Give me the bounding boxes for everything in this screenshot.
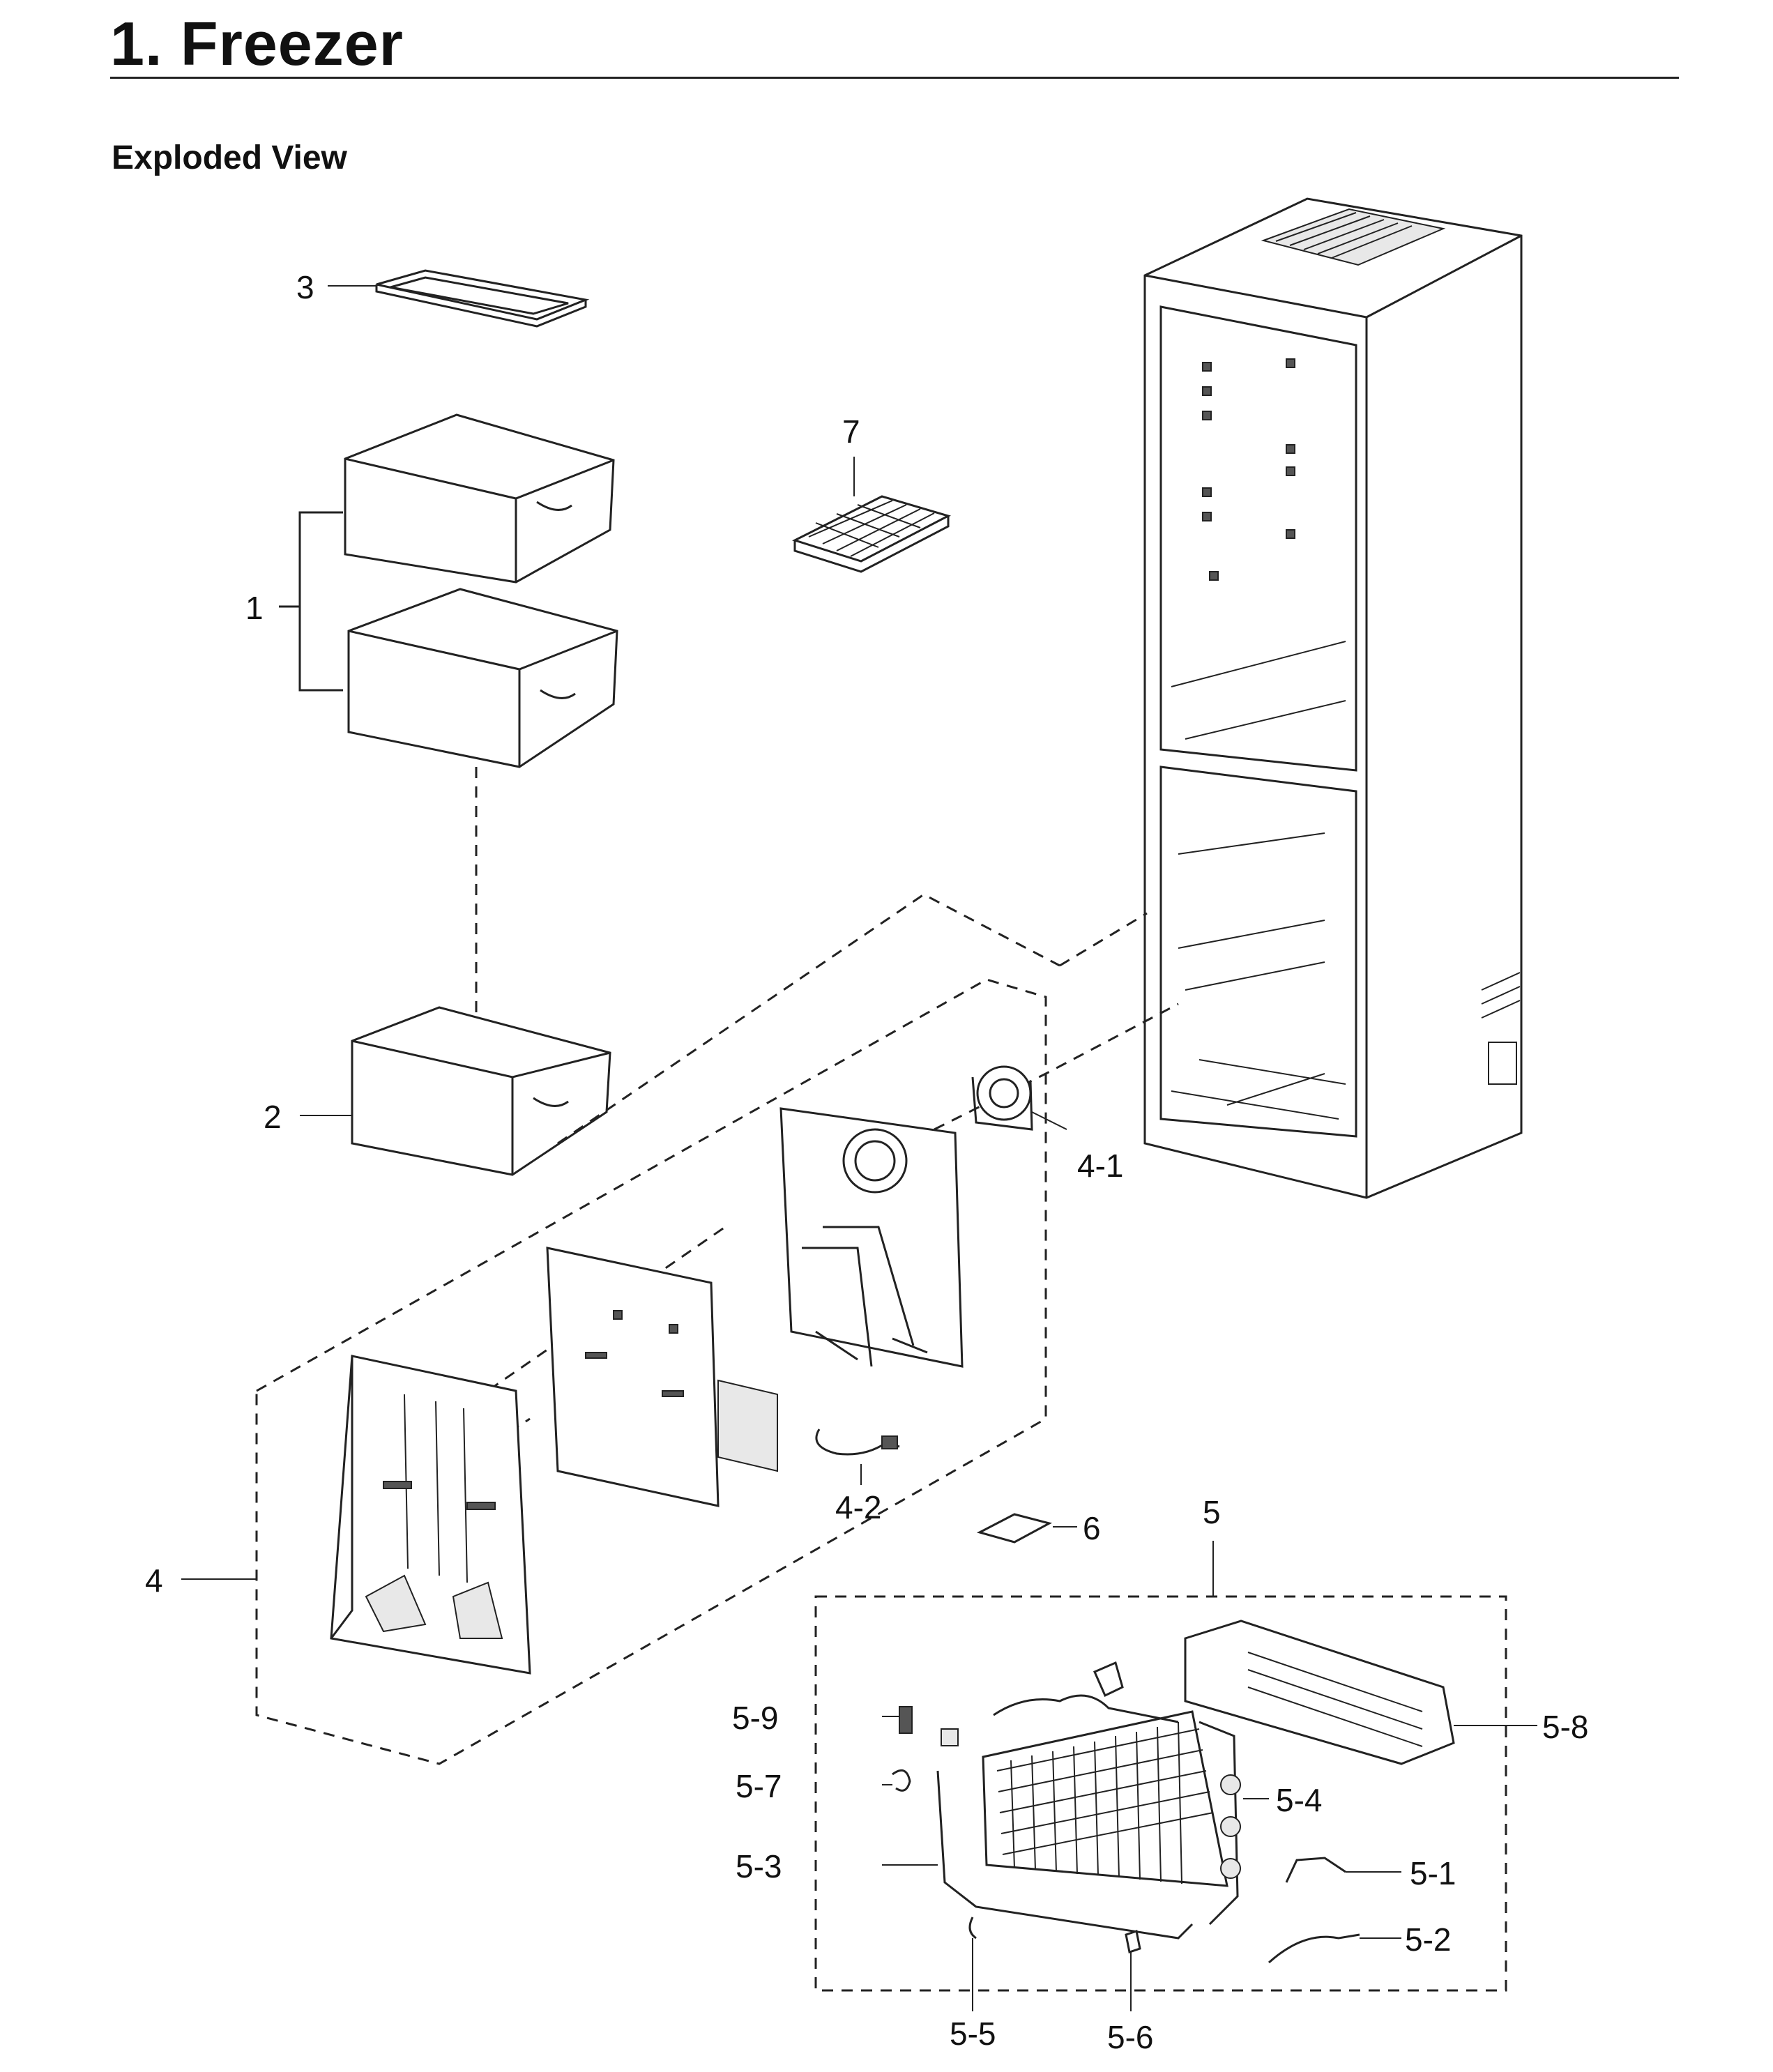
guide-line-cabinet-upper xyxy=(1059,912,1148,967)
part-4-1-fan xyxy=(971,1065,1033,1131)
callout-6: 6 xyxy=(1083,1510,1101,1546)
part-5-9-fuse xyxy=(899,1706,913,1734)
callout-5-9: 5-9 xyxy=(732,1700,778,1736)
part-4-middle-plate xyxy=(546,1247,778,1507)
callout-4: 4 xyxy=(145,1562,163,1599)
part-4-front-cover xyxy=(330,1355,531,1675)
page-title: 1. Freezer xyxy=(110,9,404,78)
part-5-holder xyxy=(1093,1661,1124,1698)
callout-5-8: 5-8 xyxy=(1542,1709,1588,1745)
part-5-7-sensor xyxy=(892,1769,911,1792)
part-3-tray xyxy=(375,269,590,328)
callout-1: 1 xyxy=(245,590,264,626)
guide-line-drawer2 xyxy=(557,893,1060,1145)
part-6-sheet xyxy=(976,1513,1053,1544)
title-rule xyxy=(110,77,1679,79)
page-subtitle: Exploded View xyxy=(112,139,347,176)
part-4-2-harness xyxy=(815,1429,900,1456)
callout-5-7: 5-7 xyxy=(736,1768,782,1804)
part-5-8-cover xyxy=(1184,1620,1455,1765)
callout-5-2: 5-2 xyxy=(1405,1921,1451,1958)
callout-5-4: 5-4 xyxy=(1276,1782,1322,1818)
callout-5-6: 5-6 xyxy=(1107,2019,1153,2055)
callout-7: 7 xyxy=(842,413,860,450)
callout-5-1: 5-1 xyxy=(1410,1855,1456,1891)
callout-5-3: 5-3 xyxy=(736,1848,782,1884)
refrigerator-cabinet xyxy=(1143,197,1523,1199)
part-5-group-boundary xyxy=(814,1595,1507,1992)
leader-lines xyxy=(181,285,1537,2011)
callout-4-2: 4-2 xyxy=(835,1489,881,1525)
part-5-2-wire xyxy=(1268,1933,1360,1964)
part-2-drawer xyxy=(351,1006,611,1176)
part-4-group-boundary xyxy=(255,978,1047,1765)
part-5-1-sensor xyxy=(1285,1857,1346,1883)
callout-4-1: 4-1 xyxy=(1077,1148,1123,1184)
guide-line-fan xyxy=(934,1003,1179,1131)
part-5-6-clip xyxy=(1125,1930,1141,1953)
part-5-evaporator xyxy=(982,1694,1241,1926)
callout-5-5: 5-5 xyxy=(950,2016,996,2052)
callout-3: 3 xyxy=(296,269,314,305)
part-1-drawers xyxy=(279,413,618,768)
callout-5: 5 xyxy=(1203,1494,1221,1530)
part-5-3-heater xyxy=(936,1770,1194,1940)
part-7-ice-tray xyxy=(792,495,951,573)
part-5-9b-clip xyxy=(941,1728,959,1746)
part-4-fan-bracket xyxy=(779,1107,964,1368)
part-5-5-clip xyxy=(968,1917,977,1940)
callout-2: 2 xyxy=(264,1099,282,1135)
